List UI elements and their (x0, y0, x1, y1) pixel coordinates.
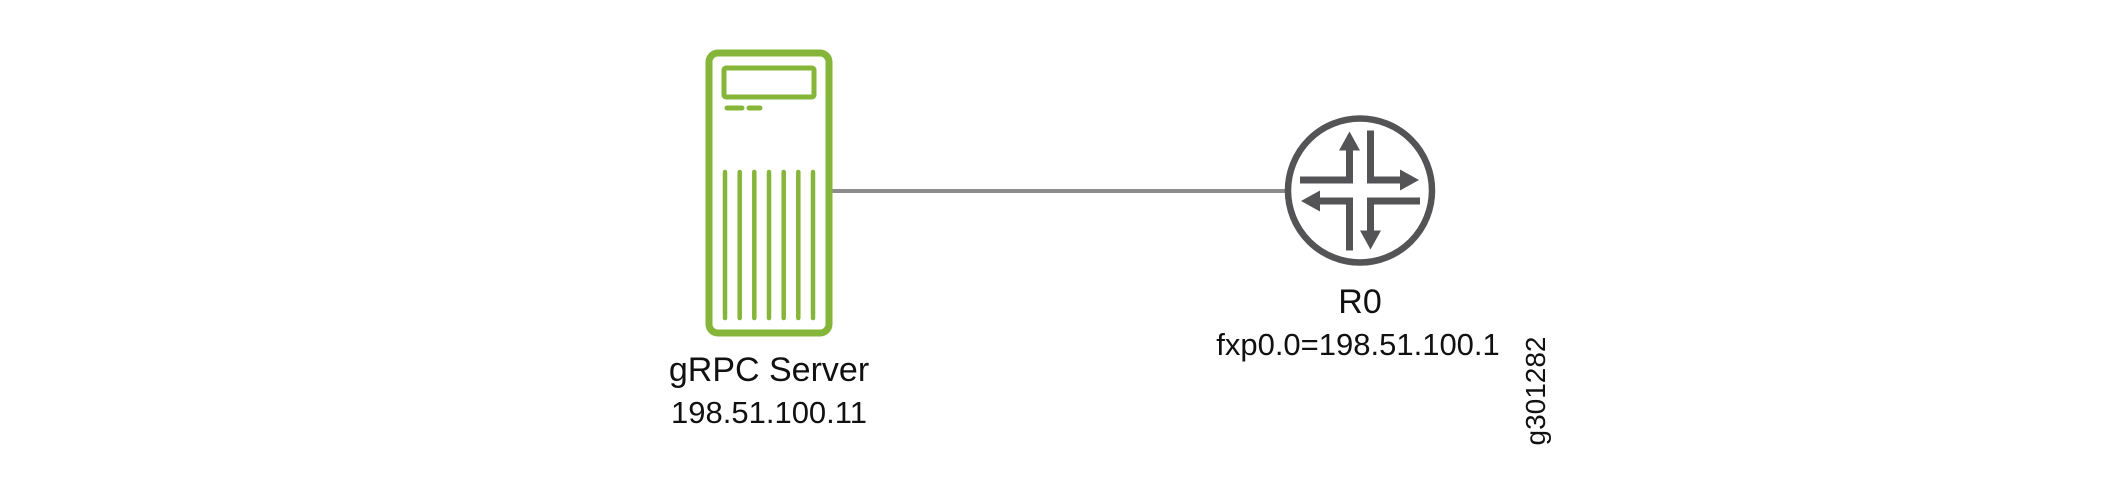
router-circle (1284, 115, 1436, 266)
server-panel (721, 65, 817, 100)
router-label: R0 (1338, 283, 1382, 321)
server-label: gRPC Server (668, 351, 870, 389)
router-address: fxp0.0=198.51.100.1 (1216, 327, 1500, 362)
router-arrows (1300, 130, 1420, 251)
server-body (705, 49, 833, 337)
router-icon (1284, 115, 1436, 266)
figure-id: g301282 (1520, 336, 1551, 446)
server-icon (705, 49, 833, 337)
server-vent-lines (722, 169, 816, 321)
server-address: 198.51.100.11 (671, 395, 867, 430)
